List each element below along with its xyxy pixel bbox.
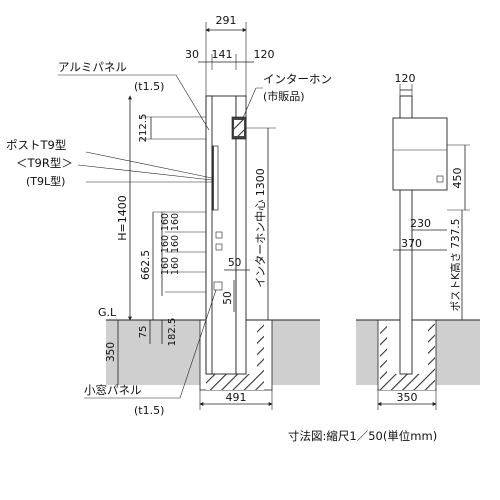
foundation-hatch-right bbox=[257, 324, 264, 390]
dim-160-b: 160 bbox=[170, 213, 181, 231]
dim-160-c: 160 bbox=[160, 235, 171, 253]
label-small-window-thickness: (t1.5) bbox=[134, 404, 164, 417]
dim-350-front: 350 bbox=[105, 342, 117, 362]
label-aluminum-panel: アルミパネル bbox=[58, 60, 127, 74]
dim-side-450: 450 bbox=[451, 168, 464, 189]
dim-top-width: 291 bbox=[216, 14, 237, 27]
label-small-window-panel: 小窓パネル bbox=[84, 383, 142, 397]
dim-160-a: 160 bbox=[160, 213, 171, 231]
dim-491: 491 bbox=[226, 391, 247, 404]
dim-182-5: 182.5 bbox=[167, 318, 178, 347]
dim-side-737-5: ポストK高さ 737.5 bbox=[449, 219, 462, 312]
dim-50-vertical: 50 bbox=[222, 291, 234, 304]
front-view: 291 30 141 120 アルミパネル (t1.5) インターホン (市販品… bbox=[6, 14, 332, 417]
dim-160-f: 160 bbox=[170, 257, 181, 275]
label-aluminum-panel-thickness: (t1.5) bbox=[134, 80, 164, 93]
dim-intercom-center-1300: インターホン中心 1300 bbox=[254, 168, 267, 288]
aluminum-panel bbox=[205, 95, 213, 375]
label-post-type-2: ＜T9R型＞ bbox=[16, 156, 73, 170]
dim-top-mid: 141 bbox=[212, 48, 233, 61]
dim-75: 75 bbox=[138, 326, 149, 339]
label-post-type-1: ポストT9型 bbox=[6, 138, 66, 152]
foundation-hatch-bottom bbox=[206, 374, 264, 390]
dim-side-230: 230 bbox=[410, 217, 431, 230]
dim-160-e: 160 bbox=[160, 257, 171, 275]
post-side-column bbox=[235, 95, 247, 375]
dim-160-d: 160 bbox=[170, 235, 181, 253]
side-view: 120 450 230 370 ポストK高さ 737.5 350 bbox=[356, 72, 480, 410]
intercom-grille bbox=[234, 120, 244, 136]
dim-top-left: 30 bbox=[185, 48, 199, 61]
dim-side-370: 370 bbox=[401, 237, 422, 250]
label-intercom-note: (市販品) bbox=[263, 89, 305, 103]
small-window-2 bbox=[215, 243, 223, 251]
small-window-panel bbox=[213, 281, 223, 291]
label-post-type-3: (T9L型) bbox=[26, 174, 65, 188]
dim-top-right: 120 bbox=[254, 48, 275, 61]
dim-height-1400: H=1400 bbox=[116, 195, 129, 240]
caption-scale-note: 寸法図:縮尺1／50(単位mm) bbox=[288, 429, 437, 443]
dim-662-5: 662.5 bbox=[140, 250, 152, 280]
dim-side-top-120: 120 bbox=[395, 72, 416, 85]
small-window-1 bbox=[215, 231, 223, 239]
label-ground-level: G.L bbox=[98, 306, 117, 319]
label-intercom: インターホン bbox=[263, 72, 332, 86]
dim-212-5: 212.5 bbox=[138, 114, 149, 143]
dim-50-horizontal: 50 bbox=[228, 257, 241, 269]
dim-side-350: 350 bbox=[397, 391, 418, 404]
